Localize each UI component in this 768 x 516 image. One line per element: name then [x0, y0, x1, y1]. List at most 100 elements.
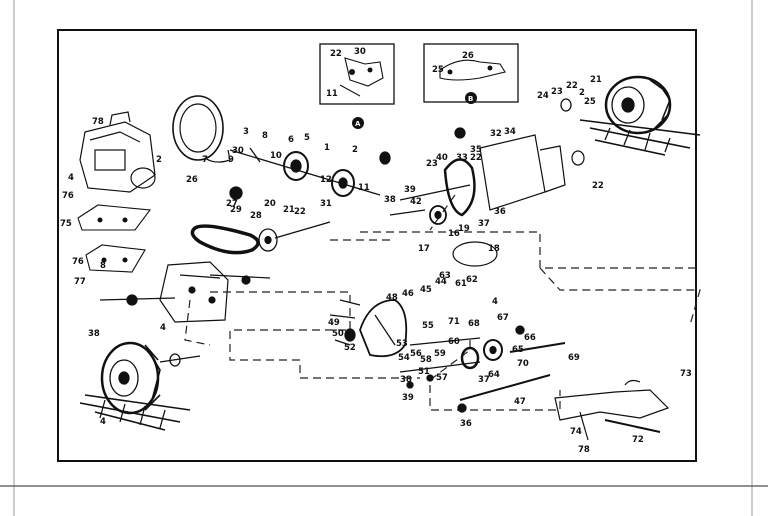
- callout: 25: [584, 97, 596, 107]
- callout: 68: [468, 319, 480, 329]
- diagram-border: [57, 29, 697, 462]
- callout: 23: [551, 87, 563, 97]
- callout: 65: [512, 345, 524, 355]
- callout: 3: [243, 127, 249, 137]
- left-wheel-assembly: [79, 341, 201, 431]
- callout: 30: [354, 47, 366, 57]
- callout: 2: [156, 155, 162, 165]
- callout: 72: [632, 435, 644, 445]
- callout: 69: [568, 353, 580, 363]
- callout: 22: [470, 153, 482, 163]
- inset-a-label: A: [355, 120, 361, 128]
- inset-a: A: [319, 43, 395, 129]
- callout: 52: [344, 343, 356, 353]
- callout: 39: [402, 393, 414, 403]
- callout: 66: [524, 333, 536, 343]
- callout: 1: [324, 143, 330, 153]
- inset-b: B: [423, 43, 519, 104]
- callout: 74: [570, 427, 582, 437]
- callout: 4: [100, 417, 106, 427]
- callout: 39: [404, 185, 416, 195]
- callout: 45: [420, 285, 432, 295]
- callout: 18: [488, 244, 500, 254]
- callout: 61: [455, 279, 467, 289]
- callout: 11: [358, 183, 370, 193]
- callout: 60: [448, 337, 460, 347]
- callout: 10: [270, 151, 282, 161]
- callout: 54: [398, 353, 410, 363]
- callout: 11: [326, 89, 338, 99]
- callout: 7: [202, 155, 208, 165]
- callout: 78: [92, 117, 104, 127]
- callout: 26: [462, 51, 474, 61]
- callout: 62: [466, 275, 478, 285]
- callout: 2: [352, 145, 358, 155]
- callout: 77: [74, 277, 86, 287]
- callout: 59: [434, 349, 446, 359]
- transmission-bracket: [389, 127, 585, 267]
- callout: 22: [566, 81, 578, 91]
- callout: 27: [226, 199, 238, 209]
- callout: 48: [386, 293, 398, 303]
- callout: 5: [304, 133, 310, 143]
- callout-labels: 78 2 4 76 75 76 77 8 26 7 9 3 8 6 5 30 1…: [60, 47, 692, 455]
- callout: 71: [448, 317, 460, 327]
- callout: 37: [478, 219, 490, 229]
- callout: 2: [579, 88, 585, 98]
- callout: 38: [88, 329, 100, 339]
- callout: 76: [72, 257, 84, 267]
- callout: 34: [504, 127, 516, 137]
- callout: 22: [330, 49, 342, 59]
- callout: 37: [478, 375, 490, 385]
- mounting-plates: [77, 204, 152, 273]
- callout: 46: [402, 289, 414, 299]
- callout: 4: [160, 323, 166, 333]
- callout: 78: [578, 445, 590, 455]
- callout: 22: [592, 181, 604, 191]
- callout: 12: [320, 175, 332, 185]
- callout: 44: [435, 277, 447, 287]
- callout: 4: [492, 297, 498, 307]
- callout: 6: [288, 135, 294, 145]
- callout: 38: [400, 375, 412, 385]
- callout: 9: [228, 155, 234, 165]
- callout: 50: [332, 329, 344, 339]
- callout: 35: [470, 145, 482, 155]
- callout: 8: [262, 131, 268, 141]
- callout: 38: [384, 195, 396, 205]
- callout: 76: [62, 191, 74, 201]
- callout: 4: [68, 173, 74, 183]
- callout: 58: [420, 355, 432, 365]
- callout: 33: [456, 153, 468, 163]
- callout: 20: [264, 199, 276, 209]
- callout: 36: [494, 207, 506, 217]
- callout: 67: [497, 313, 509, 323]
- callout: 53: [396, 339, 408, 349]
- callout: 73: [680, 369, 692, 379]
- right-wheel-assembly: [560, 75, 701, 156]
- callout: 24: [537, 91, 549, 101]
- callout: 51: [418, 367, 430, 377]
- lever-bracket: [554, 379, 670, 441]
- callout: 31: [320, 199, 332, 209]
- drive-belt: [190, 224, 260, 255]
- callout: 21: [590, 75, 602, 85]
- callout: 28: [250, 211, 262, 221]
- callout: 16: [448, 229, 460, 239]
- callout: 40: [436, 153, 448, 163]
- callout: 30: [232, 146, 244, 156]
- callout: 23: [426, 159, 438, 169]
- callout: 42: [410, 197, 422, 207]
- gear-assembly: [329, 299, 566, 413]
- callout: 47: [514, 397, 526, 407]
- engine-assembly: [79, 111, 156, 193]
- callout: 25: [432, 65, 444, 75]
- callout: 75: [60, 219, 72, 229]
- callout: 63: [439, 271, 451, 281]
- callout: 70: [517, 359, 529, 369]
- callout: 64: [488, 370, 500, 380]
- callout: 36: [460, 419, 472, 429]
- callout: 19: [458, 224, 470, 234]
- callout: 26: [186, 175, 198, 185]
